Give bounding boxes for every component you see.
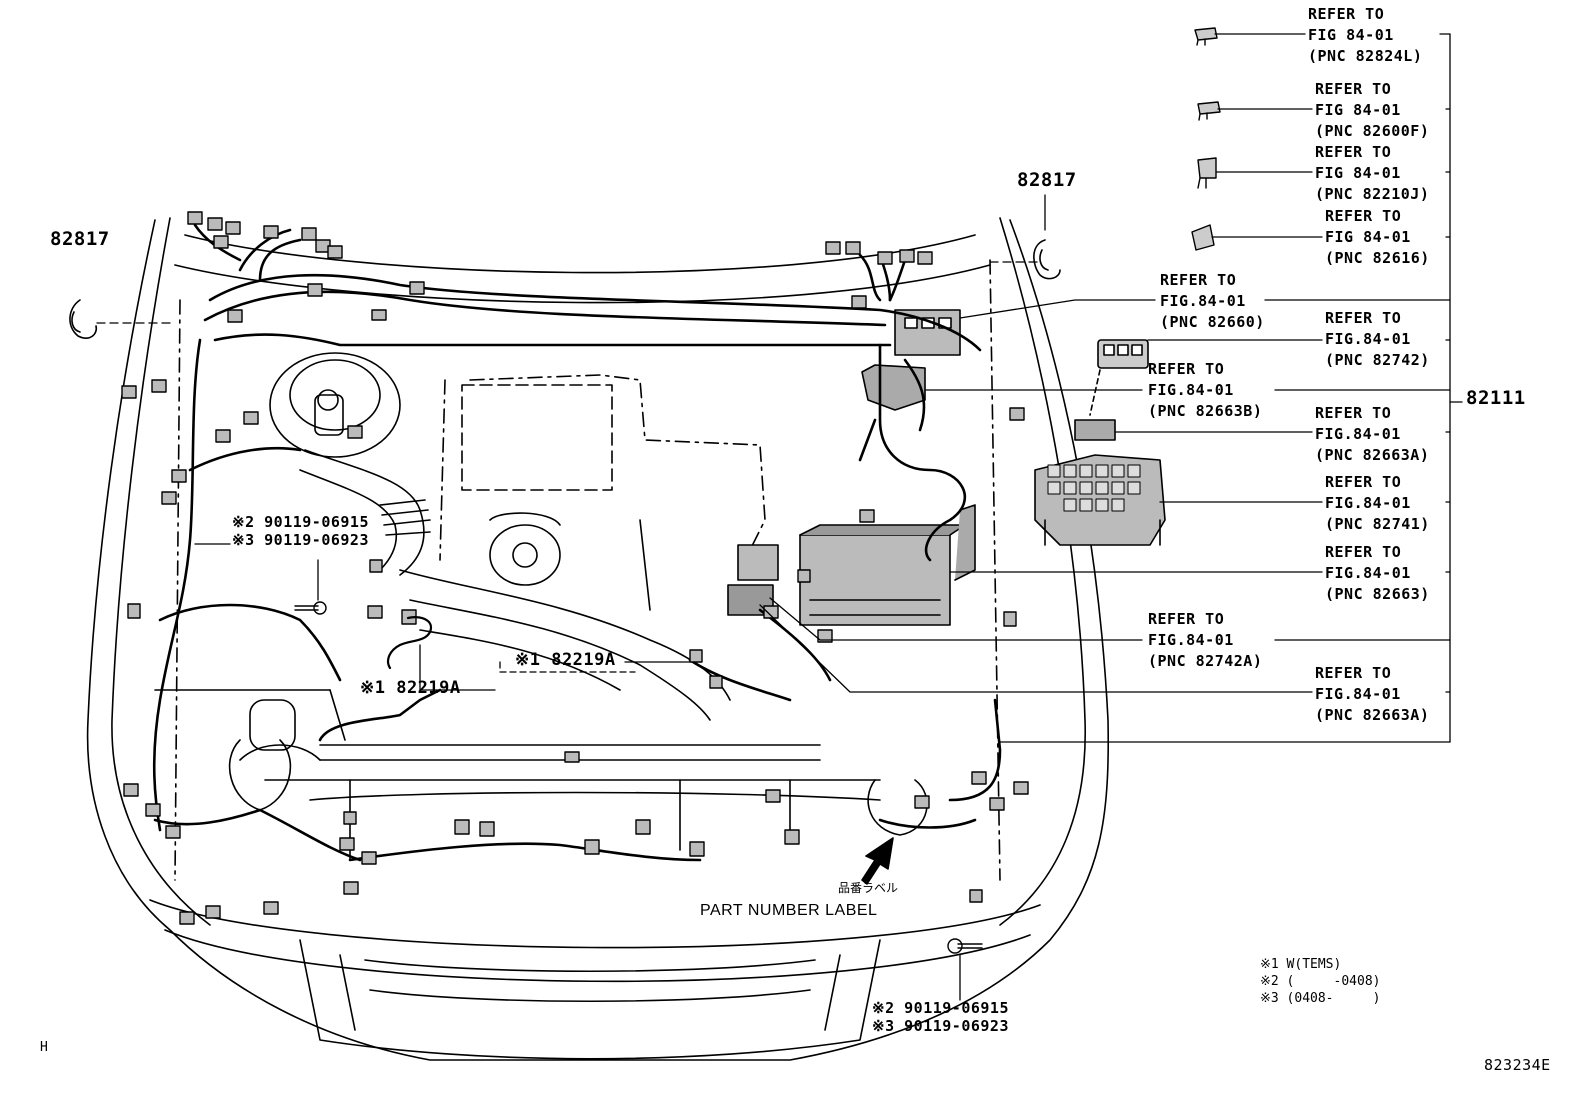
ref-callout: REFER TO FIG.84-01 (PNC 82742) — [1325, 308, 1430, 371]
part-number-label-jp: 品番ラベル — [838, 881, 899, 895]
bolt-lower-line1: ※2 90119-06915 — [872, 999, 1009, 1017]
engine-components — [228, 309, 1166, 861]
ref-line2: FIG 84-01 — [1325, 228, 1411, 246]
ref-callout: REFER TO FIG.84-01 (PNC 82663A) — [1315, 403, 1429, 466]
corner-mark: H — [40, 1040, 48, 1055]
vehicle-body — [86, 217, 1110, 1061]
ref-line3: (PNC 82741) — [1325, 515, 1430, 533]
ref-line1: REFER TO — [1148, 610, 1225, 628]
ref-line3: (PNC 82663A) — [1315, 446, 1430, 464]
ref-line1: REFER TO — [1160, 271, 1237, 289]
ref-line1: REFER TO — [1308, 5, 1385, 23]
harness-connectors — [121, 211, 1029, 925]
note-3: ※3 (0408- ) — [1260, 991, 1381, 1006]
ref-line2: FIG.84-01 — [1325, 494, 1411, 512]
ref-line2: FIG 84-01 — [1315, 164, 1401, 182]
ref-callout: REFER TO FIG 84-01 (PNC 82824L) — [1308, 4, 1422, 67]
ref-callout: REFER TO FIG 84-01 (PNC 82616) — [1325, 206, 1430, 269]
ref-line1: REFER TO — [1325, 473, 1402, 491]
ref-line3: (PNC 82824L) — [1308, 47, 1423, 65]
ref-line3: (PNC 82663A) — [1315, 706, 1430, 724]
ref-line1: REFER TO — [1315, 143, 1392, 161]
ref-line3: (PNC 82663) — [1325, 585, 1430, 603]
ref-line3: (PNC 82742) — [1325, 351, 1430, 369]
part-number-label-en: PART NUMBER LABEL — [700, 902, 878, 919]
sensor-label-lower: ※1 82219A — [360, 678, 461, 698]
ref-line2: FIG 84-01 — [1315, 101, 1401, 119]
ref-callout: REFER TO FIG.84-01 (PNC 82660) — [1160, 270, 1265, 333]
ref-callout: REFER TO FIG 84-01 (PNC 82600F) — [1315, 79, 1429, 142]
note-2: ※2 ( -0408) — [1260, 974, 1381, 989]
ref-line3: (PNC 82742A) — [1148, 652, 1263, 670]
ref-connector-icons — [1191, 27, 1221, 251]
ref-line1: REFER TO — [1315, 80, 1392, 98]
part-number-label-arrow — [861, 837, 894, 885]
ref-callout: REFER TO FIG.84-01 (PNC 82663) — [1325, 542, 1430, 605]
clip-label-right: 82817 — [1017, 169, 1077, 191]
ref-line2: FIG.84-01 — [1325, 564, 1411, 582]
ref-line3: (PNC 82600F) — [1315, 122, 1430, 140]
ref-line2: FIG.84-01 — [1315, 425, 1401, 443]
ref-line2: FIG.84-01 — [1325, 330, 1411, 348]
bolt-icons — [294, 601, 983, 954]
ref-callout: REFER TO FIG.84-01 (PNC 82741) — [1325, 472, 1430, 535]
ref-line1: REFER TO — [1325, 207, 1402, 225]
clip-82817-icons — [69, 239, 1061, 339]
bolt-lower-line2: ※3 90119-06923 — [872, 1017, 1009, 1035]
sensor-label-mid: ※1 82219A — [515, 650, 616, 670]
ref-line3: (PNC 82663B) — [1148, 402, 1263, 420]
bolt-upper-line2: ※3 90119-06923 — [232, 531, 369, 549]
leader-lines — [96, 33, 1463, 1001]
ref-line1: REFER TO — [1325, 543, 1402, 561]
bolt-upper-line1: ※2 90119-06915 — [232, 513, 369, 531]
ref-callout: REFER TO FIG.84-01 (PNC 82663B) — [1148, 359, 1262, 422]
ref-line3: (PNC 82210J) — [1315, 185, 1430, 203]
ref-line1: REFER TO — [1148, 360, 1225, 378]
ref-callout: REFER TO FIG 84-01 (PNC 82210J) — [1315, 142, 1429, 205]
note-1: ※1 W(TEMS) — [1260, 957, 1342, 972]
ref-line2: FIG.84-01 — [1315, 685, 1401, 703]
sensor-82219a — [386, 616, 433, 670]
ref-callout: REFER TO FIG.84-01 (PNC 82663A) — [1315, 663, 1429, 726]
wire-harness-82111 — [152, 223, 1002, 862]
ref-line2: FIG.84-01 — [1160, 292, 1246, 310]
ref-callout: REFER TO FIG.84-01 (PNC 82742A) — [1148, 609, 1262, 672]
ref-line2: FIG.84-01 — [1148, 631, 1234, 649]
diagram-id: 823234E — [1484, 1056, 1551, 1074]
ref-line1: REFER TO — [1325, 309, 1402, 327]
ref-line2: FIG.84-01 — [1148, 381, 1234, 399]
ref-line1: REFER TO — [1315, 404, 1392, 422]
clip-label-left: 82817 — [50, 228, 110, 250]
ref-line2: FIG 84-01 — [1308, 26, 1394, 44]
ref-line3: (PNC 82616) — [1325, 249, 1430, 267]
harness-part-number: 82111 — [1466, 387, 1526, 409]
ref-line1: REFER TO — [1315, 664, 1392, 682]
ref-line3: (PNC 82660) — [1160, 313, 1265, 331]
